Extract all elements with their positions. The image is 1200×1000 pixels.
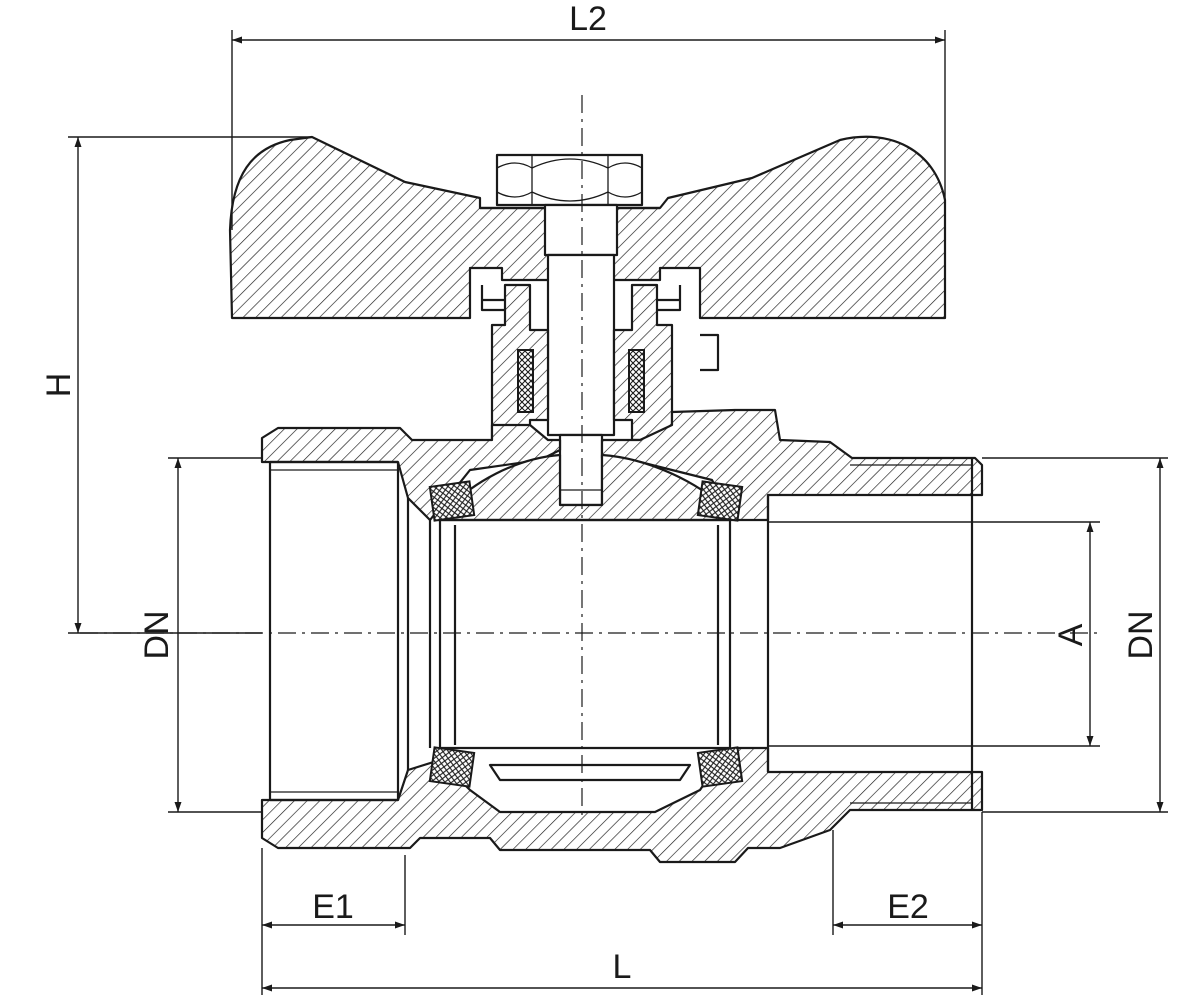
dimension-l: L xyxy=(261,940,982,995)
label-l: L xyxy=(613,948,632,986)
dimension-e1: E1 xyxy=(261,848,406,940)
hex-nut xyxy=(495,153,644,207)
label-e2: E2 xyxy=(887,888,929,926)
dimension-h: H xyxy=(40,136,312,634)
dimension-dn-right: DN xyxy=(982,457,1168,813)
stem-gland xyxy=(480,283,720,442)
label-a: A xyxy=(1052,623,1090,646)
dimension-e2: E2 xyxy=(832,812,983,995)
dimension-l2: L2 xyxy=(231,0,946,230)
label-e1: E1 xyxy=(312,888,354,926)
dimension-dn-left: DN xyxy=(138,457,262,813)
label-h: H xyxy=(40,373,78,398)
dimension-a: A xyxy=(768,521,1100,747)
label-l2: L2 xyxy=(569,0,607,38)
label-dn-left: DN xyxy=(138,610,176,659)
label-dn-right: DN xyxy=(1122,610,1160,659)
valve-stem xyxy=(543,203,619,507)
valve-body xyxy=(260,408,984,864)
